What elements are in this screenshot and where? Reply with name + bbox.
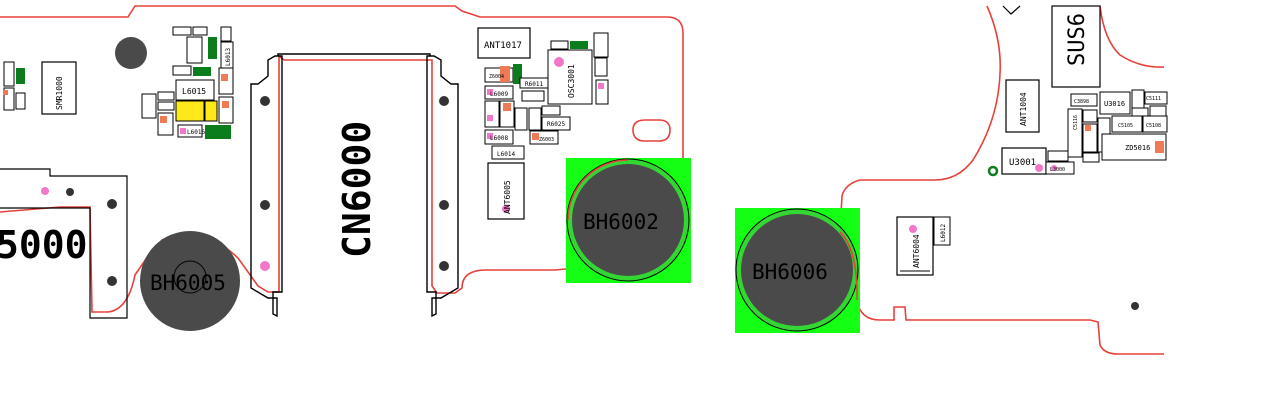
label-r6025: R6025 bbox=[547, 121, 565, 128]
connector-cn6000-frame bbox=[250, 53, 459, 318]
connector-5000-pin bbox=[107, 199, 117, 209]
connector-cn6000-pin bbox=[260, 200, 270, 210]
chevron-mark bbox=[1002, 5, 1021, 15]
label-u3016: U3016 bbox=[1104, 100, 1125, 108]
battery-holder-bh6006: BH6006 bbox=[735, 208, 860, 333]
component-cluster-osc3001 bbox=[484, 32, 609, 160]
fiducial-marker bbox=[987, 165, 999, 177]
component-cluster-l6015 bbox=[141, 26, 234, 139]
component-smr1000: SMR1000 bbox=[41, 61, 77, 115]
connector-5000-label: 5000 bbox=[0, 223, 88, 267]
svg-text:BH6005: BH6005 bbox=[150, 271, 226, 295]
component-sus6: SUS6 bbox=[1051, 5, 1101, 88]
component-l6012: L6012 bbox=[933, 216, 951, 246]
board-outline-right bbox=[839, 5, 1165, 355]
board-outline-left bbox=[0, 5, 684, 313]
via-dot bbox=[66, 188, 74, 196]
connector-cn6000-pin bbox=[439, 200, 449, 210]
label-z6004: Z6004 bbox=[489, 74, 504, 80]
label-c5116: C5116 bbox=[1073, 115, 1079, 130]
svg-text:ANT6004: ANT6004 bbox=[912, 234, 921, 268]
label-l6009: L6009 bbox=[490, 91, 508, 98]
test-marker bbox=[41, 187, 49, 195]
via-dot bbox=[1131, 302, 1139, 310]
svg-text:ANT6005: ANT6005 bbox=[503, 180, 512, 214]
label-l6014: L6014 bbox=[497, 151, 515, 158]
battery-holder-bh6002: BH6002 bbox=[566, 158, 691, 283]
svg-text:SUS6: SUS6 bbox=[1065, 13, 1090, 66]
connector-cn6000-pin bbox=[439, 261, 449, 271]
test-marker bbox=[260, 261, 270, 271]
component-cluster-u3016 bbox=[1045, 89, 1168, 175]
label-l6013: L6013 bbox=[225, 48, 232, 66]
component-ant6004: ANT6004 bbox=[896, 216, 934, 276]
svg-text:L6012: L6012 bbox=[940, 224, 947, 242]
component-ant1004: ANT1004 bbox=[1005, 79, 1040, 133]
connector-5000-pin bbox=[107, 276, 117, 286]
label-l6016: L6016 bbox=[187, 129, 205, 136]
label-l6008: L6008 bbox=[490, 135, 508, 142]
connector-cn6000-pin bbox=[260, 96, 270, 106]
label-c5105: C5105 bbox=[1118, 123, 1133, 129]
svg-text:BH6002: BH6002 bbox=[583, 210, 659, 234]
connector-5000-outline bbox=[0, 168, 128, 319]
label-zd5016: ZD5016 bbox=[1125, 144, 1150, 152]
component-ant1017: ANT1017 bbox=[477, 27, 531, 59]
svg-text:BH6006: BH6006 bbox=[752, 260, 828, 284]
component-u3001: U3001 bbox=[1001, 147, 1047, 175]
label-c5111: C5111 bbox=[1146, 96, 1161, 102]
connector-cn6000-label: CN6000 bbox=[335, 121, 379, 258]
svg-text:ANT1017: ANT1017 bbox=[484, 41, 522, 51]
component-r5010 bbox=[3, 61, 26, 111]
label-osc3001: OSC3001 bbox=[567, 64, 576, 98]
svg-text:ANT1004: ANT1004 bbox=[1019, 92, 1028, 126]
label-z6003: Z6003 bbox=[539, 137, 554, 143]
label-c3898: C3898 bbox=[1074, 99, 1089, 105]
battery-holder-bh6005: BH6005 bbox=[140, 231, 240, 331]
label-r6011: R6011 bbox=[525, 81, 543, 88]
svg-text:SMR1000: SMR1000 bbox=[55, 76, 64, 110]
component-ant6005: ANT6005 bbox=[487, 162, 525, 220]
label-l3000: L3000 bbox=[1050, 167, 1065, 173]
connector-cn6000-pin bbox=[439, 96, 449, 106]
label-l6015: L6015 bbox=[182, 87, 206, 96]
mounting-hole bbox=[115, 37, 147, 69]
svg-text:U3001: U3001 bbox=[1009, 158, 1036, 168]
label-c5108: C5108 bbox=[1146, 123, 1161, 129]
